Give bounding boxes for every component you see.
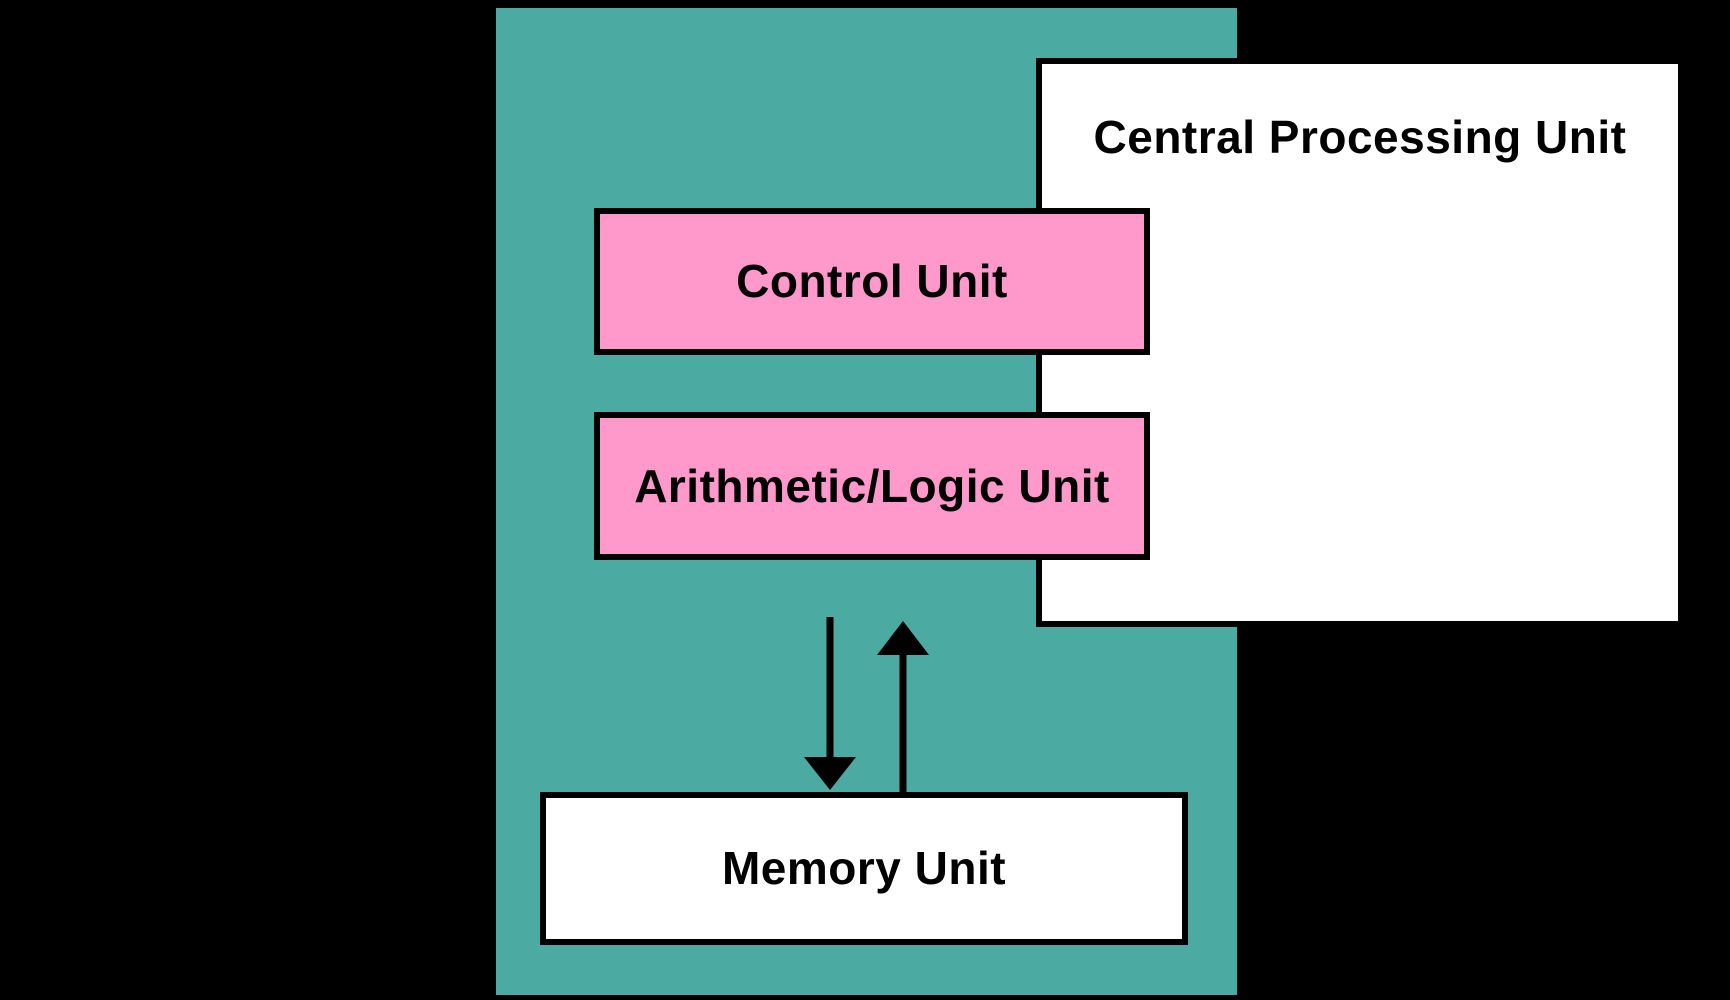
alu-node: Arithmetic/Logic Unit xyxy=(594,412,1150,560)
cpu-box: Central Processing Unit Control Unit Ari… xyxy=(594,58,1684,627)
cpu-title: Central Processing Unit xyxy=(1093,111,1627,163)
control-unit-node: Control Unit xyxy=(594,208,1150,355)
control-unit-label: Control Unit xyxy=(736,255,1008,308)
memory-unit-node: Memory Unit xyxy=(540,792,1188,945)
memory-unit-label: Memory Unit xyxy=(721,842,1007,895)
diagram-panel: Central Processing Unit Control Unit Ari… xyxy=(496,8,1684,995)
alu-label: Arithmetic/Logic Unit xyxy=(634,459,1110,512)
